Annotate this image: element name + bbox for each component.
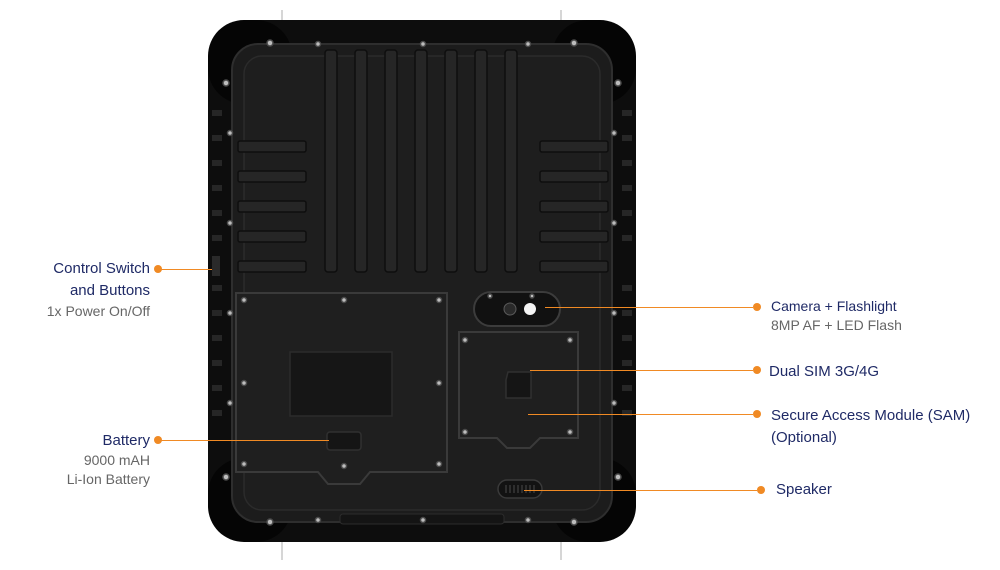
flashlight [524,303,536,315]
camera-lens [503,302,517,316]
horizontal-ribs-left [237,140,307,273]
dot-camera [753,303,761,311]
speaker-holes [505,485,535,493]
leader-battery [161,440,329,441]
callout-speaker-title: Speaker [776,481,832,498]
callout-speaker: Speaker [776,480,832,500]
callout-control-title: Control Switch and Buttons [53,260,150,299]
dot-battery [154,436,162,444]
callout-control-sub: 1x Power On/Off [46,302,150,319]
dot-sam [753,410,761,418]
sim-slot [505,371,532,399]
leader-control [161,269,212,270]
dot-speaker [757,486,765,494]
horizontal-ribs-right [539,140,609,273]
leader-speaker [524,490,757,491]
battery-latch [326,431,362,451]
callout-battery: Battery 9000 mAH Li-Ion Battery [67,431,150,489]
callout-battery-title: Battery [102,432,150,449]
callout-sim: Dual SIM 3G/4G [769,362,879,382]
camera-module [473,291,561,327]
callout-camera: Camera + Flashlight 8MP AF + LED Flash [771,297,902,335]
callout-camera-title: Camera + Flashlight [771,298,897,314]
callout-sim-title: Dual SIM 3G/4G [769,363,880,380]
callout-camera-sub: 8MP AF + LED Flash [771,316,902,333]
battery-label-area [289,351,393,417]
leader-sam [528,414,753,415]
dot-sim [753,366,761,374]
vertical-ribs [324,49,518,273]
dot-control [154,265,162,273]
callout-battery-sub: 9000 mAH Li-Ion Battery [66,452,150,488]
callout-sam: Secure Access Module (SAM) (Optional) [771,405,970,449]
leader-sim [530,370,753,371]
callout-sam-title: Secure Access Module (SAM) (Optional) [771,407,971,446]
screws [222,39,622,526]
edge-ribs [212,110,632,416]
callout-control: Control Switch and Buttons 1x Power On/O… [47,258,150,320]
speaker-grille [497,479,543,499]
leader-camera [545,307,753,308]
side-button [212,256,220,276]
